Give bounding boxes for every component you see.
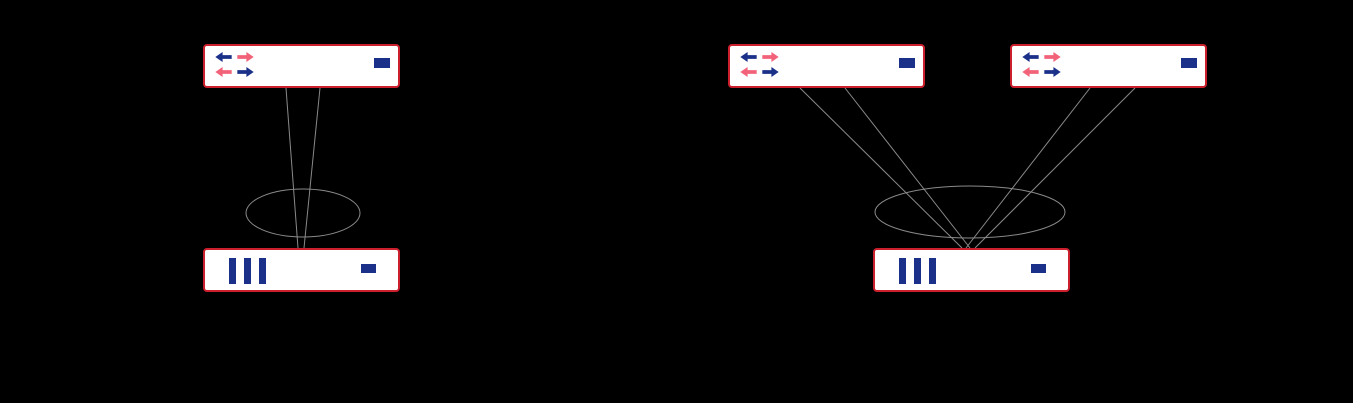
arrow-row bbox=[1022, 67, 1061, 77]
nic-bar bbox=[244, 258, 251, 284]
link-line bbox=[844, 87, 971, 249]
nic-bar bbox=[914, 258, 921, 284]
port-chip-icon bbox=[899, 58, 915, 68]
left-arrow-icon bbox=[215, 52, 232, 62]
arrow-row bbox=[1022, 52, 1061, 62]
port-chip-icon bbox=[361, 264, 376, 273]
nic-port-bars-icon bbox=[899, 258, 936, 284]
nic-bar bbox=[229, 258, 236, 284]
right-arrow-icon bbox=[762, 67, 779, 77]
link-line bbox=[285, 87, 299, 249]
nic-bar bbox=[899, 258, 906, 284]
nic-port-bars-icon bbox=[229, 258, 266, 284]
switch-node-right-1 bbox=[728, 44, 925, 88]
channel-group-ellipse bbox=[874, 185, 1066, 239]
link-line bbox=[974, 87, 1136, 249]
link-line bbox=[303, 87, 321, 249]
traffic-arrows bbox=[1022, 52, 1061, 77]
left-arrow-icon bbox=[1022, 52, 1039, 62]
arrow-row bbox=[215, 67, 254, 77]
right-arrow-icon bbox=[237, 67, 254, 77]
right-arrow-icon bbox=[1044, 67, 1061, 77]
port-chip-icon bbox=[1181, 58, 1197, 68]
right-arrow-icon bbox=[762, 52, 779, 62]
server-node-left bbox=[203, 248, 400, 292]
switch-node-left bbox=[203, 44, 400, 88]
link-line bbox=[799, 87, 963, 249]
traffic-arrows bbox=[740, 52, 779, 77]
traffic-arrows bbox=[215, 52, 254, 77]
port-chip-icon bbox=[374, 58, 390, 68]
link-line bbox=[965, 87, 1091, 249]
right-arrow-icon bbox=[1044, 52, 1061, 62]
nic-bar bbox=[259, 258, 266, 284]
left-arrow-icon bbox=[1022, 67, 1039, 77]
arrow-row bbox=[740, 52, 779, 62]
port-chip-icon bbox=[1031, 264, 1046, 273]
nic-bar bbox=[929, 258, 936, 284]
arrow-row bbox=[215, 52, 254, 62]
left-arrow-icon bbox=[740, 52, 757, 62]
left-arrow-icon bbox=[740, 67, 757, 77]
right-arrow-icon bbox=[237, 52, 254, 62]
switch-node-right-2 bbox=[1010, 44, 1207, 88]
server-node-right bbox=[873, 248, 1070, 292]
arrow-row bbox=[740, 67, 779, 77]
channel-group-ellipse bbox=[245, 188, 361, 238]
left-arrow-icon bbox=[215, 67, 232, 77]
